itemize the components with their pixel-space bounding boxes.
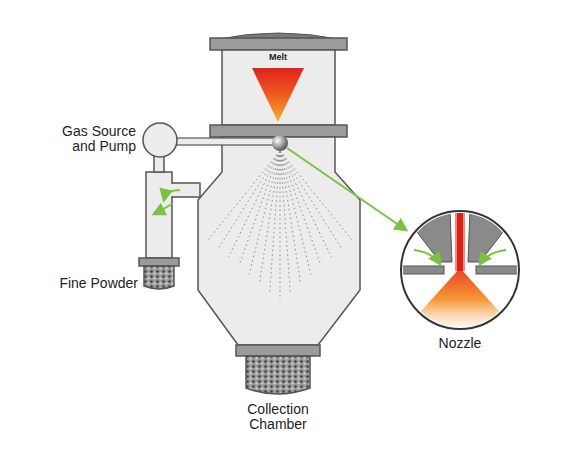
spray-droplet-line: [239, 151, 280, 266]
spray-fan: [395, 268, 525, 340]
flow-arrow: [154, 204, 172, 214]
part-label: Collection Chamber: [223, 402, 333, 433]
spray-droplet-line: [249, 151, 280, 274]
spray-droplet-line: [280, 151, 352, 240]
gas-pump: [143, 123, 177, 157]
spray-droplet-line: [280, 151, 301, 283]
part-label: Fine Powder: [20, 276, 138, 291]
melt-stream-glow: [455, 205, 465, 271]
melt-stream: [457, 205, 463, 271]
spray-droplet-line: [280, 151, 331, 257]
spray-droplet-line: [280, 151, 281, 300]
spray-droplet-line: [280, 151, 290, 291]
part-label: Gas Source and Pump: [40, 124, 136, 155]
gas-arrow: [414, 250, 440, 264]
atomization-vessel: [198, 137, 360, 345]
callout-line: [287, 148, 406, 230]
spray-droplet-line: [270, 151, 280, 291]
collection-chamber: [246, 356, 310, 394]
powder-flange: [139, 258, 179, 266]
spray-droplet-line: [229, 151, 280, 257]
spray-droplet-line: [259, 151, 280, 283]
nozzle-detail: [395, 205, 525, 340]
gas-arrow: [480, 250, 506, 264]
spray-droplets: [208, 151, 352, 300]
fine-powder-cup: [144, 266, 174, 289]
melt-label: Melt: [258, 53, 298, 63]
cyclone-separator: [146, 172, 172, 258]
bottom-flange: [236, 345, 320, 356]
gas-plate: [396, 266, 444, 274]
spray-droplet-line: [280, 151, 311, 274]
spray-droplet-line: [218, 151, 280, 249]
melt-chamber: [222, 50, 335, 125]
part-label: Nozzle: [415, 336, 505, 351]
gas-plate: [476, 266, 524, 274]
nozzle-wedge: [468, 210, 520, 262]
melt-cone: [252, 68, 304, 122]
flow-arrow: [164, 190, 180, 200]
gas-line: [176, 138, 274, 145]
nozzle-wedge: [400, 210, 452, 262]
top-flange: [210, 38, 347, 50]
nozzle-ball: [272, 135, 288, 151]
